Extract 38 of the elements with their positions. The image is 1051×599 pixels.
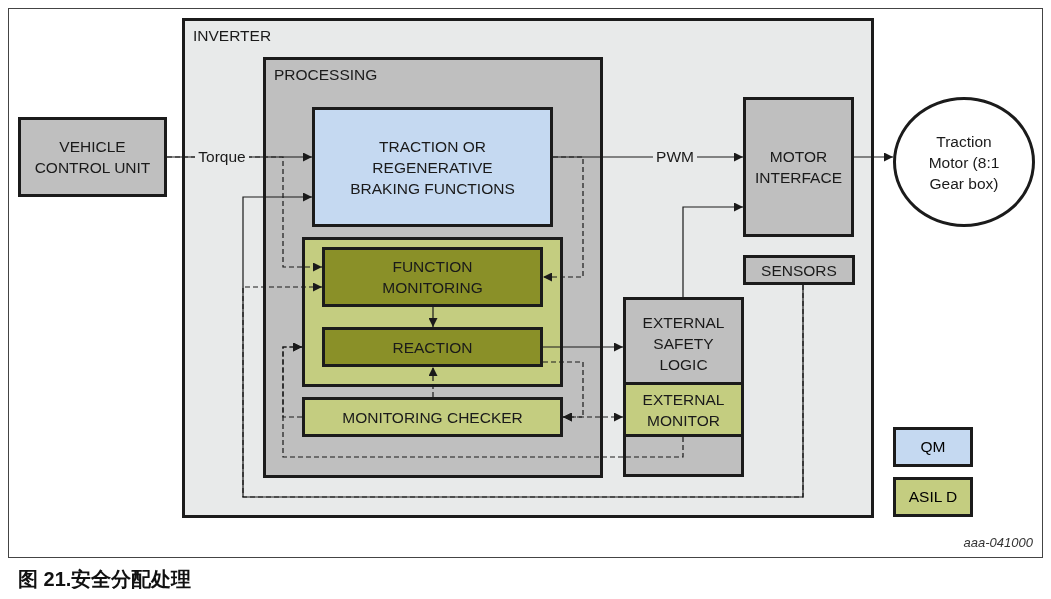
block-label: VEHICLE CONTROL UNIT (33, 137, 152, 178)
arrow (242, 192, 804, 498)
arrow (428, 366, 438, 398)
block-box (623, 297, 744, 477)
block-box (302, 397, 563, 437)
block-box (312, 107, 553, 227)
legend-label: ASIL D (907, 488, 959, 506)
block-label: MOTOR INTERFACE (754, 147, 843, 188)
block-label: Traction Motor (8:1 Gear box) (927, 131, 1001, 194)
block-label: EXTERNAL MONITOR (641, 389, 726, 431)
arrow (853, 152, 894, 162)
block-label: FUNCTION MONITORING (381, 257, 484, 298)
block-box (18, 117, 167, 197)
block-box (623, 382, 744, 437)
arrow (682, 202, 744, 298)
arrow (242, 282, 804, 498)
figure-caption: 图 21.安全分配处理 (18, 567, 192, 592)
legend-label: QM (919, 438, 947, 456)
group-box (302, 237, 563, 387)
figure-id: aaa-041000 (963, 535, 1033, 550)
block-box (322, 247, 543, 307)
arrow (542, 342, 624, 352)
processing-container (263, 57, 603, 478)
block-label: SENSORS (760, 260, 838, 281)
block-box (743, 97, 854, 237)
block-label: REACTION (391, 337, 474, 358)
arrow (542, 156, 584, 282)
block-box (743, 255, 855, 285)
arrow (282, 342, 303, 418)
block-box (322, 327, 543, 367)
block-label: TRACTION OR REGENERATIVE BRAKING FUNCTIONS (349, 136, 516, 199)
block-label: EXTERNAL SAFETY LOGIC (641, 313, 726, 375)
block-label: MONITORING CHECKER (341, 407, 524, 428)
container-title: INVERTER (193, 26, 273, 46)
inverter-container (182, 18, 874, 518)
container-title: PROCESSING (274, 65, 379, 85)
arrow (428, 306, 438, 328)
arrow (562, 412, 624, 422)
